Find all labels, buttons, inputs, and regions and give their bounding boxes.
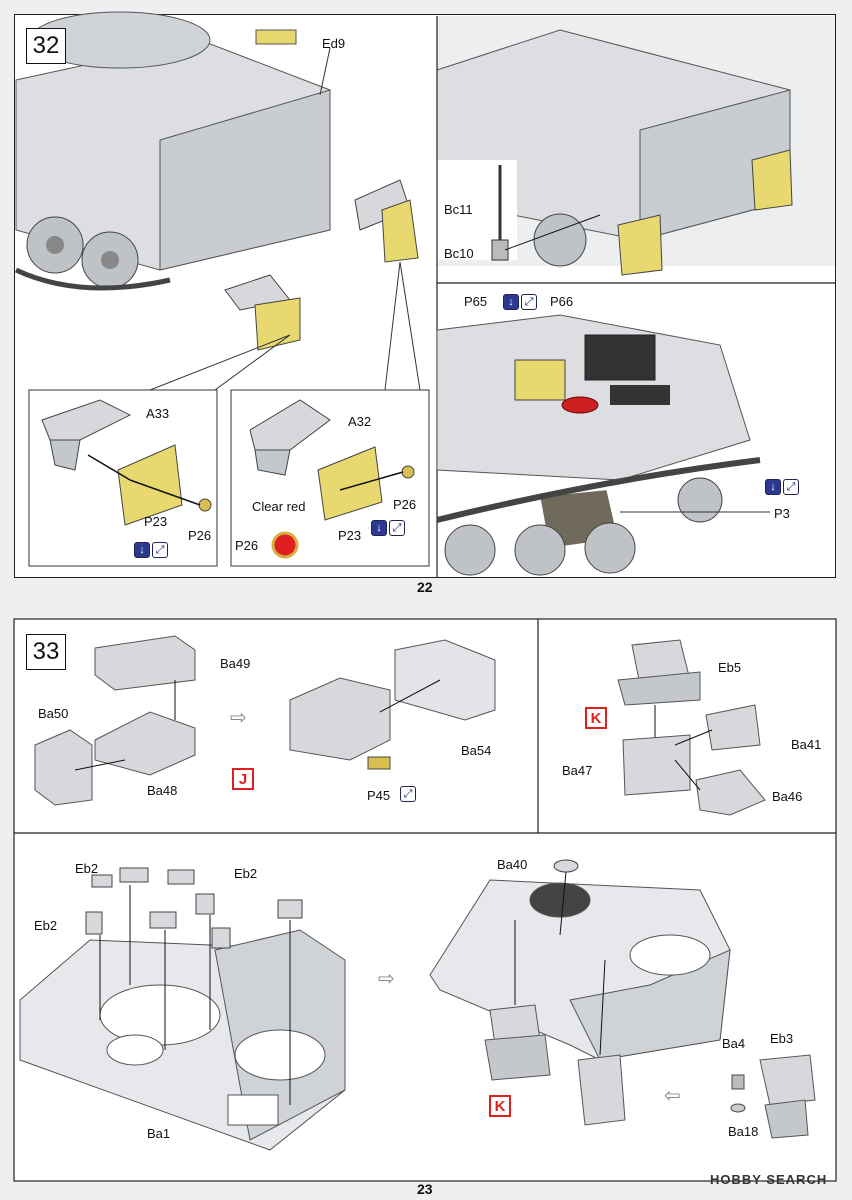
label-ba18: Ba18 bbox=[728, 1124, 759, 1139]
label-ba49: Ba49 bbox=[220, 656, 251, 671]
a33-detail-illustration bbox=[41, 399, 212, 526]
label-p26-red: P26 bbox=[235, 538, 259, 553]
label-p3: P3 bbox=[774, 506, 790, 521]
glue-icon: ⤢ bbox=[783, 479, 799, 495]
label-ba48: Ba48 bbox=[147, 783, 178, 798]
ba50-part bbox=[34, 729, 126, 806]
glue-icon: ⤢ bbox=[521, 294, 537, 310]
label-p23-left: P23 bbox=[144, 514, 168, 529]
step-number: 32 bbox=[26, 28, 66, 64]
glue-icon: ⤢ bbox=[152, 542, 168, 558]
label-ed9: Ed9 bbox=[322, 36, 346, 51]
step-number: 33 bbox=[26, 634, 66, 670]
fold-icon: ↓ bbox=[371, 520, 387, 536]
page-number-23: 23 bbox=[417, 1181, 433, 1197]
badge-j: J bbox=[232, 768, 254, 790]
ba49-part bbox=[94, 635, 196, 691]
ba48-part bbox=[94, 680, 196, 776]
mudflap-left-assembly bbox=[224, 274, 301, 351]
svg-text:⇨: ⇨ bbox=[230, 707, 247, 729]
label-ba54: Ba54 bbox=[461, 743, 492, 758]
label-p66: P66 bbox=[550, 294, 574, 309]
ba41-part bbox=[674, 704, 761, 751]
label-clear-red: Clear red bbox=[252, 499, 306, 514]
badge-k-bottom: K bbox=[489, 1095, 511, 1117]
vehicle-rear-illustration-right bbox=[436, 16, 835, 276]
ba47-part bbox=[622, 734, 691, 796]
label-a33: A33 bbox=[146, 406, 170, 421]
ba1-part bbox=[19, 929, 346, 1151]
vehicle-rear-illustration-left bbox=[14, 11, 331, 291]
label-p26-left: P26 bbox=[188, 528, 212, 543]
label-ba41: Ba41 bbox=[791, 737, 822, 752]
label-eb5: Eb5 bbox=[718, 660, 742, 675]
fold-icon: ↓ bbox=[503, 294, 519, 310]
label-p23-right: P23 bbox=[338, 528, 362, 543]
label-ba47: Ba47 bbox=[562, 763, 593, 778]
eb2-parts bbox=[85, 867, 303, 1105]
label-ba50: Ba50 bbox=[38, 706, 69, 721]
glue-icon: ⤢ bbox=[389, 520, 405, 536]
label-ba46: Ba46 bbox=[772, 789, 803, 804]
label-ba40: Ba40 bbox=[497, 857, 528, 872]
svg-text:⇦: ⇦ bbox=[664, 1085, 681, 1107]
page-number-22: 22 bbox=[417, 579, 433, 595]
eb5-part bbox=[617, 639, 701, 740]
label-p45: P45 bbox=[367, 788, 391, 803]
label-eb3: Eb3 bbox=[770, 1031, 794, 1046]
label-p26-right: P26 bbox=[393, 497, 417, 512]
svg-text:⇨: ⇨ bbox=[378, 968, 395, 990]
ba54-assembly bbox=[289, 639, 496, 770]
glue-icon: ⤢ bbox=[400, 786, 416, 802]
label-eb2-a: Eb2 bbox=[75, 861, 99, 876]
label-ba4: Ba4 bbox=[722, 1036, 746, 1051]
badge-k-top: K bbox=[585, 707, 607, 729]
fold-icon: ↓ bbox=[765, 479, 781, 495]
a32-detail-illustration bbox=[249, 399, 415, 559]
label-ba1: Ba1 bbox=[147, 1126, 171, 1141]
watermark: HOBBY SEARCH bbox=[710, 1172, 828, 1187]
fold-icon: ↓ bbox=[134, 542, 150, 558]
label-bc10: Bc10 bbox=[444, 246, 474, 261]
eb3-assembly bbox=[730, 1054, 816, 1139]
label-p65: P65 bbox=[464, 294, 488, 309]
vehicle-side-illustration bbox=[436, 314, 770, 576]
label-a32: A32 bbox=[348, 414, 372, 429]
mudflap-right-assembly bbox=[354, 179, 419, 263]
label-bc11: Bc11 bbox=[444, 202, 473, 217]
label-eb2-b: Eb2 bbox=[234, 866, 258, 881]
ba46-part bbox=[674, 759, 766, 816]
label-eb2-c: Eb2 bbox=[34, 918, 58, 933]
sight-assembly bbox=[484, 920, 551, 1081]
periscope-assembly bbox=[577, 959, 626, 1126]
